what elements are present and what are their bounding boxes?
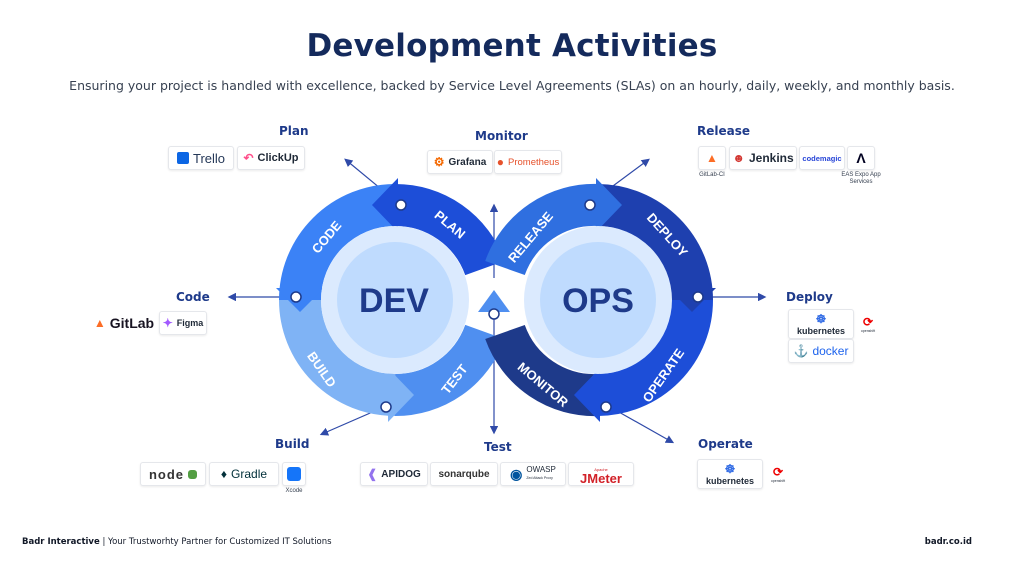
- tool-kubernetes-operate: ☸ kubernetes: [697, 459, 763, 489]
- tool-node-label: node: [148, 466, 185, 482]
- section-label-operate: Operate: [698, 437, 753, 451]
- tool-kubernetes-deploy-label: kubernetes: [796, 325, 846, 336]
- trello-icon: [176, 152, 189, 164]
- tool-docker: ⚓ docker: [788, 339, 854, 363]
- tool-jenkins: ☻ Jenkins: [729, 146, 797, 170]
- page-subtitle: Ensuring your project is handled with ex…: [69, 78, 955, 93]
- tool-openshift-deploy-label: openshift: [860, 328, 876, 333]
- center-dev-label: DEV: [359, 282, 429, 320]
- node-plan: [395, 199, 407, 211]
- tool-figma: ✦ Figma: [159, 311, 207, 335]
- docker-whale-icon: ⚓: [793, 344, 809, 358]
- tool-apidog: ❰ APIDOG: [360, 462, 428, 486]
- tool-apache-label: Apache: [594, 467, 608, 472]
- tool-sonarqube-label: sonarqube: [438, 468, 490, 480]
- tool-openshift-deploy: ⟳ openshift: [856, 309, 880, 339]
- section-label-plan: Plan: [279, 124, 309, 138]
- tool-node: node: [140, 462, 206, 486]
- tool-xcode-logo: [282, 462, 306, 486]
- jenkins-icon: ☻: [732, 151, 745, 165]
- tool-gitlab: ▲ GitLab: [90, 311, 158, 335]
- tool-trello: Trello: [168, 146, 234, 170]
- ops-ring: [478, 178, 716, 422]
- section-label-monitor: Monitor: [475, 129, 528, 143]
- section-label-code: Code: [176, 290, 210, 304]
- tool-clickup-label: ClickUp: [257, 152, 299, 164]
- kubernetes-icon-operate: ☸: [724, 461, 736, 476]
- tool-prometheus: ● Prometheus: [494, 150, 562, 174]
- tool-grafana-label: Grafana: [448, 156, 487, 168]
- expo-icon: Λ: [856, 150, 866, 166]
- nodejs-hex-icon: [188, 469, 198, 479]
- tool-openshift-operate: ⟳ openshift: [765, 459, 791, 489]
- prometheus-icon: ●: [496, 155, 504, 169]
- section-label-release: Release: [697, 124, 751, 138]
- footer-separator: |: [99, 537, 109, 547]
- page-title: Development Activities: [306, 28, 718, 64]
- center-ops-label: OPS: [562, 282, 634, 320]
- node-release: [584, 199, 596, 211]
- tool-gitlab-ci-caption: GitLab-CI: [699, 172, 725, 178]
- tool-gradle: ♦ Gradle: [209, 462, 279, 486]
- kubernetes-icon: ☸: [815, 311, 827, 326]
- tool-xcode-caption: Xcode: [285, 488, 303, 494]
- tool-gitlab-label: GitLab: [109, 315, 155, 331]
- tool-kubernetes-deploy: ☸ kubernetes: [788, 309, 854, 339]
- openshift-icon-operate: ⟳: [772, 464, 784, 479]
- section-label-test: Test: [484, 440, 512, 454]
- tool-kubernetes-operate-label: kubernetes: [705, 475, 755, 486]
- tool-trello-label: Trello: [192, 150, 226, 166]
- footer-brand-line: Badr Interactive | Your Trustworhty Part…: [22, 537, 332, 547]
- tool-figma-label: Figma: [176, 318, 204, 328]
- tool-prometheus-label: Prometheus: [508, 156, 560, 168]
- clickup-icon: ↶: [243, 151, 254, 165]
- apidog-icon: ❰: [367, 467, 378, 481]
- node-deploy: [692, 291, 704, 303]
- tool-zap-label: Zed Attack Proxy: [526, 476, 553, 480]
- tool-gradle-label: Gradle: [231, 467, 268, 481]
- footer-website: badr.co.id: [924, 537, 972, 547]
- figma-icon: ✦: [162, 316, 173, 330]
- tool-jmeter-label: JMeter: [580, 471, 622, 486]
- dev-ring: [276, 178, 505, 422]
- tool-codemagic-label: codemagic: [802, 153, 842, 163]
- zap-icon: ◉: [510, 466, 523, 482]
- openshift-icon: ⟳: [862, 314, 874, 329]
- footer-tagline: Your Trustworhty Partner for Customized …: [108, 537, 332, 547]
- tool-jenkins-label: Jenkins: [748, 151, 794, 165]
- section-label-deploy: Deploy: [786, 290, 833, 304]
- section-label-build: Build: [275, 437, 310, 451]
- gitlab-fox-icon: ▲: [706, 151, 718, 165]
- tool-gitlab-ci-logo: ▲: [698, 146, 726, 170]
- gitlab-icon: ▲: [93, 316, 106, 330]
- tool-codemagic: codemagic: [799, 146, 845, 170]
- tool-docker-label: docker: [812, 344, 849, 358]
- jmeter-text-group: Apache JMeter: [580, 465, 622, 486]
- tool-clickup: ↶ ClickUp: [237, 146, 305, 170]
- tool-owasp-zap: ◉ OWASP Zed Attack Proxy: [500, 462, 566, 486]
- node-build: [380, 401, 392, 413]
- tool-eas-expo-logo: Λ: [847, 146, 875, 170]
- grafana-icon: ⚙: [433, 155, 445, 169]
- owasp-text-group: OWASP Zed Attack Proxy: [526, 466, 555, 482]
- tool-grafana: ⚙ Grafana: [427, 150, 493, 174]
- node-operate: [600, 401, 612, 413]
- gradle-elephant-icon: ♦: [220, 467, 228, 481]
- footer-brand: Badr Interactive: [22, 537, 100, 547]
- tool-owasp-label: OWASP: [526, 465, 556, 474]
- tool-openshift-operate-label: openshift: [770, 478, 786, 483]
- node-code: [290, 291, 302, 303]
- tool-jmeter: Apache JMeter: [568, 462, 634, 486]
- tool-apidog-label: APIDOG: [381, 468, 421, 480]
- tool-eas-expo-caption: EAS Expo App Services: [841, 172, 881, 185]
- node-test: [488, 308, 500, 320]
- xcode-icon: [287, 467, 301, 481]
- tool-sonarqube: sonarqube: [430, 462, 498, 486]
